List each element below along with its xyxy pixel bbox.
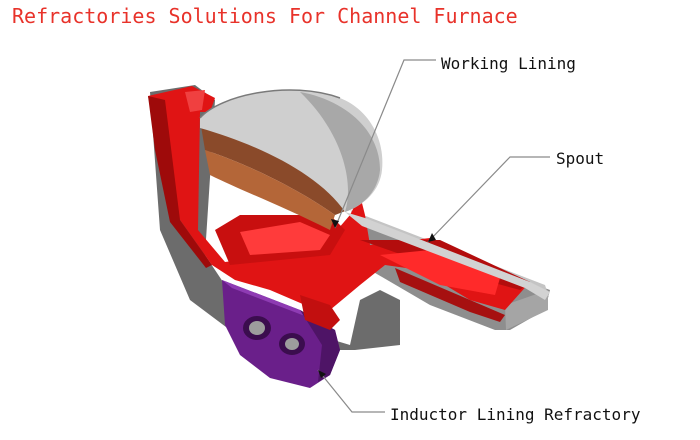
page-title: Refractories Solutions For Channel Furna… (12, 4, 518, 28)
leader-arrowheads (318, 219, 436, 378)
leader-lines (317, 59, 550, 413)
label-working-lining: Working Lining (441, 54, 576, 73)
leader-working-lining (334, 59, 436, 229)
label-inductor-lining-refractory: Inductor Lining Refractory (390, 405, 641, 424)
spout (345, 212, 550, 322)
leader-inductor (317, 369, 385, 413)
inductor-lining (222, 280, 340, 388)
refractory-body (148, 86, 530, 330)
leader-spout (427, 156, 550, 243)
working-lining-interior (200, 120, 348, 230)
furnace-lid (199, 89, 383, 212)
label-spout: Spout (556, 149, 605, 168)
